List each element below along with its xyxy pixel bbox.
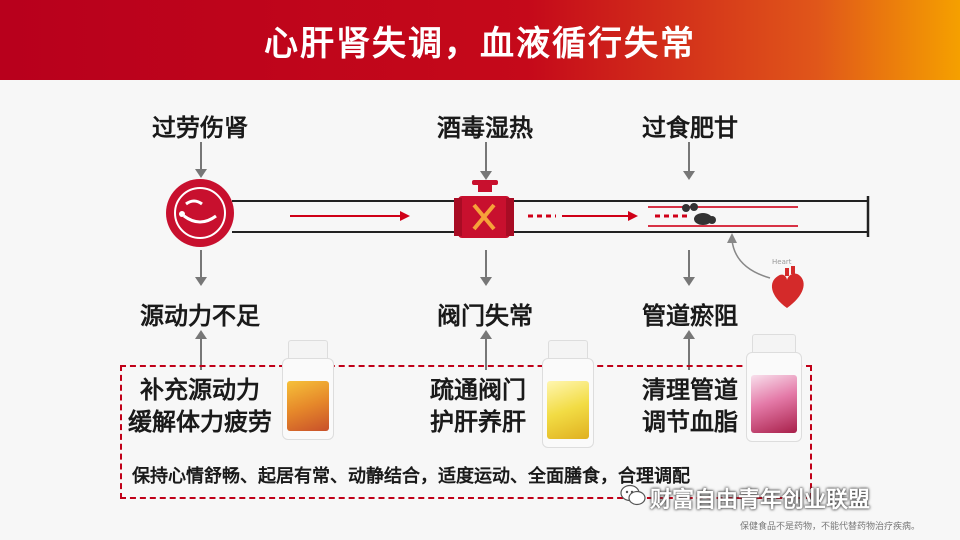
kidney-icon [166, 179, 234, 247]
solution-2-line2: 护肝养肝 [430, 408, 526, 436]
cause-label-fat: 过食肥甘 [642, 114, 738, 142]
arrow-down-problem-3 [683, 250, 695, 286]
page-title: 心肝肾失调，血液循行失常 [264, 23, 696, 64]
arrow-down-problem-1 [195, 250, 207, 286]
problem-label-power: 源动力不足 [140, 302, 260, 330]
product-bottle-2 [542, 340, 594, 448]
problem-label-vessel: 管道瘀阻 [642, 302, 738, 330]
product-bottle-1 [282, 340, 334, 440]
disclaimer-text: 保健食品不是药物，不能代替药物治疗疾病。 [740, 522, 921, 532]
solution-2-line1: 疏通阀门 [430, 376, 526, 404]
heart-caption: Heart [772, 258, 792, 266]
plaque-blobs [682, 203, 716, 225]
solution-3-line2: 调节血脂 [642, 408, 738, 436]
flow-arrow-2 [562, 211, 638, 221]
flow-arrow-1 [290, 211, 410, 221]
valve-icon [454, 180, 514, 238]
solution-box [120, 365, 812, 499]
problem-label-valve: 阀门失常 [437, 302, 533, 330]
product-bottle-3 [746, 334, 802, 442]
cause-label-kidney: 过劳伤肾 [152, 114, 248, 142]
solution-label-3: 清理管道 调节血脂 [642, 374, 738, 438]
solution-3-line1: 清理管道 [642, 376, 738, 404]
solution-label-1: 补充源动力 缓解体力疲劳 [128, 374, 272, 438]
heart-icon [771, 266, 804, 308]
arrow-down-vessel [683, 142, 695, 180]
arrow-down-kidney [195, 142, 207, 178]
solution-1-line2: 缓解体力疲劳 [128, 408, 272, 436]
arrow-down-problem-2 [480, 250, 492, 286]
solution-1-line1: 补充源动力 [140, 376, 260, 404]
title-bar [0, 0, 960, 80]
arrow-up-solution-1 [195, 330, 207, 370]
solution-label-2: 疏通阀门 护肝养肝 [430, 374, 526, 438]
arrow-down-valve [480, 142, 492, 180]
health-slogan: 保持心情舒畅、起居有常、动静结合，适度运动、全面膳食，合理调配 [132, 466, 690, 487]
cause-label-alcohol: 酒毒湿热 [437, 114, 533, 142]
wechat-icon [620, 484, 646, 506]
content-panel [0, 80, 960, 540]
arrow-up-solution-2 [480, 330, 492, 370]
arrow-up-solution-3 [683, 330, 695, 370]
watermark-text: 财富自由青年创业联盟 [650, 488, 871, 513]
